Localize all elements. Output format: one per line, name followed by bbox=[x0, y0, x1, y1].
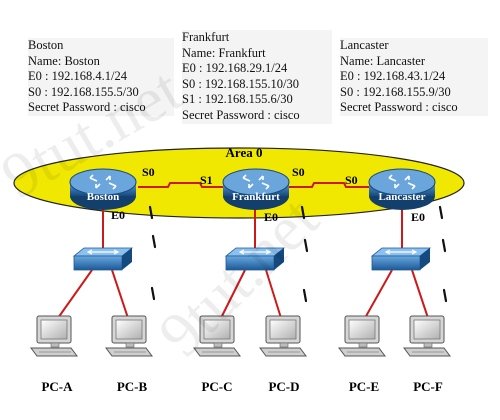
router-arrows-icon bbox=[388, 174, 416, 190]
link-switch-pc-e bbox=[364, 269, 393, 319]
router-frankfurt-label: Frankfurt bbox=[232, 191, 280, 203]
boston-info-title: Boston bbox=[28, 38, 64, 52]
frankfurt-info-s1: S1 : 192.168.155.6/30 bbox=[182, 92, 293, 107]
lancaster-s0-label: S0 bbox=[345, 173, 358, 187]
area-0-label: Area 0 bbox=[226, 145, 263, 160]
frankfurt-info-title: Frankfurt bbox=[182, 30, 230, 44]
boston-s0-label: S0 bbox=[142, 165, 155, 179]
boston-info-block: Boston Name: Boston E0 : 192.168.4.1/24 … bbox=[28, 38, 174, 116]
frankfurt-info-name: Name: Frankfurt bbox=[182, 45, 266, 60]
switch-arrows-icon bbox=[238, 249, 272, 255]
frankfurt-e0-label: E0 bbox=[264, 210, 278, 224]
frankfurt-info-secret: Secret Password : cisco bbox=[182, 107, 300, 122]
pc-a-label: PC-A bbox=[41, 379, 73, 394]
link-boston-frankfurt bbox=[138, 182, 228, 188]
frankfurt-s0-label: S0 bbox=[292, 165, 305, 179]
link-switch-pc-f bbox=[411, 269, 429, 319]
pc-f[interactable] bbox=[403, 315, 451, 357]
frankfurt-s1-label: S1 bbox=[200, 173, 213, 187]
link-frankfurt-lancaster bbox=[288, 182, 372, 188]
frankfurt-info-e0: E0 : 192.168.29.1/24 bbox=[182, 61, 288, 76]
switch-boston[interactable] bbox=[72, 247, 134, 271]
lancaster-info-secret: Secret Password : cisco bbox=[340, 100, 458, 115]
link-switch-pc-a bbox=[57, 269, 93, 319]
lancaster-info-block: Lancaster Name: Lancaster E0 : 192.168.4… bbox=[340, 38, 488, 116]
switch-arrows-icon bbox=[384, 249, 418, 255]
boston-info-secret: Secret Password : cisco bbox=[28, 100, 146, 115]
link-switch-pc-b bbox=[111, 269, 129, 319]
boston-info-e0: E0 : 192.168.4.1/24 bbox=[28, 69, 127, 84]
lancaster-info-name: Name: Lancaster bbox=[340, 53, 426, 68]
router-arrows-icon bbox=[89, 174, 117, 190]
pc-f-label: PC-F bbox=[413, 379, 443, 394]
lancaster-e0-label: E0 bbox=[411, 210, 425, 224]
boston-info-s0: S0 : 192.168.155.5/30 bbox=[28, 84, 139, 99]
lancaster-info-s0: S0 : 192.168.155.9/30 bbox=[340, 84, 451, 99]
frankfurt-info-block: Frankfurt Name: Frankfurt E0 : 192.168.2… bbox=[182, 30, 332, 124]
pc-e[interactable] bbox=[338, 315, 386, 357]
switch-arrows-icon bbox=[86, 249, 120, 255]
pc-a[interactable] bbox=[30, 315, 78, 357]
pc-c-label: PC-C bbox=[201, 379, 232, 394]
router-frankfurt[interactable]: Frankfurt bbox=[222, 168, 290, 210]
router-boston-label: Boston bbox=[87, 191, 119, 203]
pc-b-label: PC-B bbox=[117, 379, 148, 394]
link-switch-pc-d bbox=[265, 269, 282, 319]
pc-b[interactable] bbox=[105, 315, 153, 357]
switch-lancaster[interactable] bbox=[370, 247, 432, 271]
pc-e-label: PC-E bbox=[349, 379, 379, 394]
boston-info-name: Name: Boston bbox=[28, 53, 100, 68]
router-lancaster[interactable]: Lancaster bbox=[368, 168, 436, 210]
pc-d-label: PC-D bbox=[268, 379, 299, 394]
switch-frankfurt[interactable] bbox=[224, 247, 286, 271]
boston-e0-label: E0 bbox=[111, 208, 125, 222]
frankfurt-info-s0: S0 : 192.168.155.10/30 bbox=[182, 76, 300, 91]
router-lancaster-label: Lancaster bbox=[378, 191, 425, 203]
router-boston[interactable]: Boston bbox=[69, 168, 137, 210]
pc-d[interactable] bbox=[259, 315, 307, 357]
link-switch-pc-c bbox=[220, 269, 246, 319]
router-arrows-icon bbox=[242, 174, 270, 190]
dash-marks bbox=[148, 205, 448, 303]
lancaster-info-e0: E0 : 192.168.43.1/24 bbox=[340, 69, 446, 84]
lancaster-info-title: Lancaster bbox=[340, 38, 389, 52]
